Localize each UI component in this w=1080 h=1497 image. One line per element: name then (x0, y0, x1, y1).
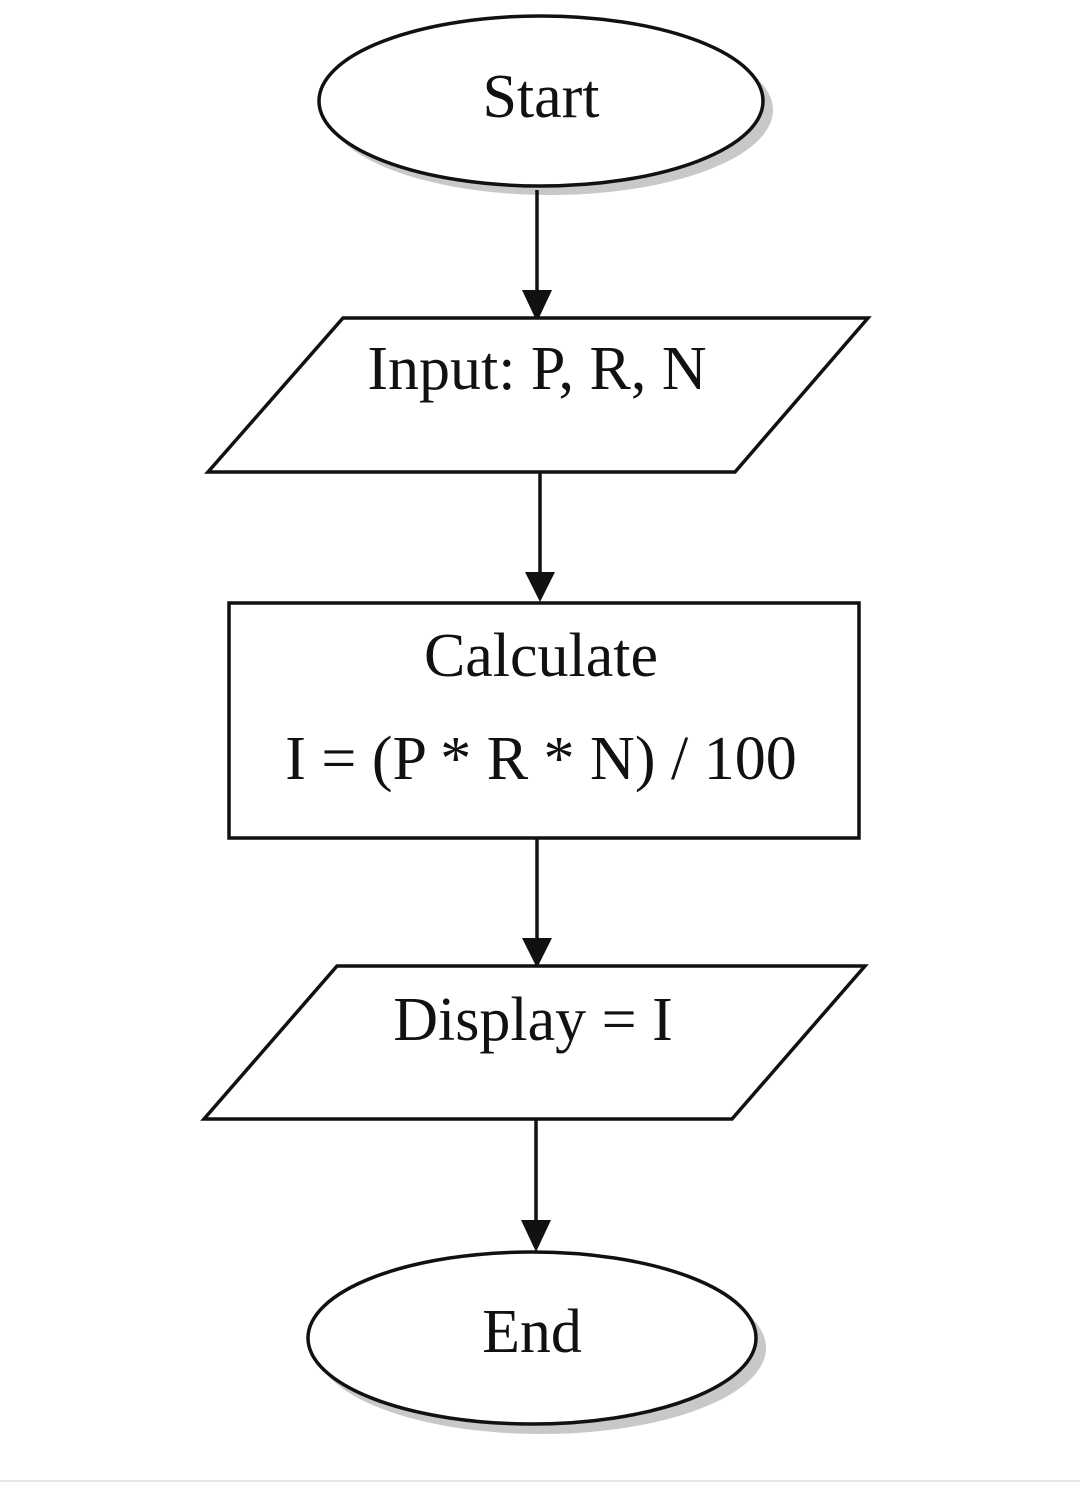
arrow-input-to-process (525, 472, 555, 602)
arrow-start-to-input (522, 190, 552, 322)
start-terminator: Start (317, 14, 773, 195)
process-box: Calculate I = (P * R * N) / 100 (227, 601, 861, 840)
bottom-divider (0, 1480, 1080, 1482)
input-label: Input: P, R, N (367, 335, 706, 403)
arrow-display-to-end (521, 1119, 551, 1252)
display-parallelogram: Display = I (200, 964, 869, 1121)
display-label: Display = I (393, 986, 672, 1054)
end-label: End (482, 1298, 582, 1366)
arrow-process-to-display (522, 838, 552, 968)
process-formula: I = (P * R * N) / 100 (285, 725, 796, 793)
process-title: Calculate (424, 622, 658, 690)
input-parallelogram: Input: P, R, N (204, 316, 872, 474)
start-label: Start (482, 63, 599, 131)
end-terminator: End (306, 1250, 766, 1434)
